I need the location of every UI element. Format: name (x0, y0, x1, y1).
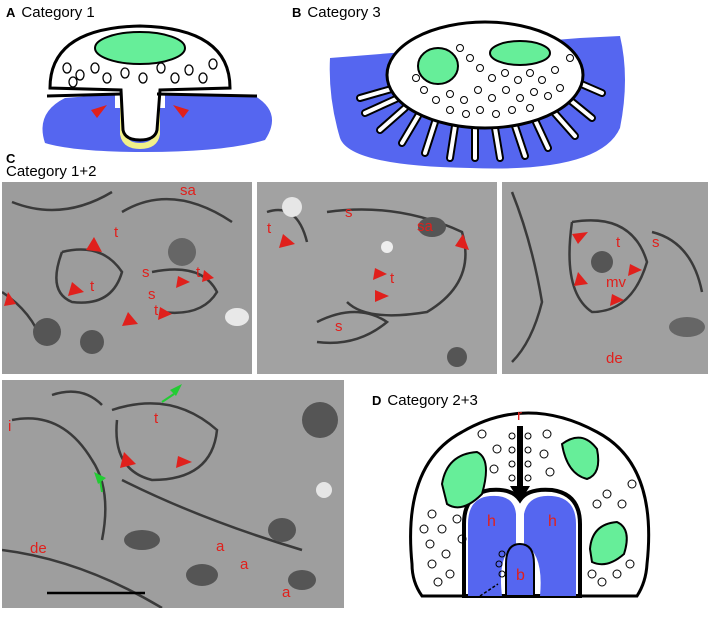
mitochondrion (94, 31, 186, 65)
label-de: de (606, 350, 623, 367)
rod (517, 426, 523, 486)
membrane-outline (2, 390, 303, 608)
label-t: t (154, 410, 159, 427)
vesicle-group (419, 429, 637, 587)
arrowhead (173, 105, 189, 118)
mitochondrion (33, 318, 61, 346)
label-a: a (216, 538, 225, 555)
micrograph-2: t s sa t s (257, 182, 497, 374)
label-t: t (616, 234, 621, 251)
arrowhead-group (572, 232, 642, 306)
micrograph-1: sa t s t s t t (2, 182, 252, 374)
mitochondrion (440, 450, 487, 509)
mitochondrion (560, 436, 600, 481)
label-t: t (267, 220, 272, 237)
spine-base (505, 542, 535, 597)
spine-head-left (468, 495, 516, 596)
panel-d-label: D Category 2+3 (372, 392, 478, 409)
mitochondrion (588, 520, 628, 566)
category-2-3-diagram: r h h b (409, 407, 651, 598)
membrane-outline (510, 191, 704, 363)
panel-c-title: Category 1+2 (6, 163, 97, 180)
label-a: a (240, 556, 249, 573)
panel-c-label: C (6, 150, 21, 167)
panel-title: Category 1 (21, 4, 95, 21)
label-s: s (652, 234, 660, 251)
label-t: t (154, 302, 159, 319)
presynaptic-terminal (48, 24, 232, 142)
spine-head-right (524, 495, 576, 596)
category-1-diagram (42, 24, 273, 152)
panel-letter: D (372, 393, 382, 408)
panel-a-label: A Category 1 (6, 4, 95, 21)
label-t: t (114, 224, 119, 241)
rod-vesicles (508, 432, 532, 482)
panel-letter: C (6, 151, 16, 166)
label-r: r (517, 407, 522, 424)
arrowhead-group (120, 452, 192, 468)
category-3-diagram (329, 20, 625, 169)
label-s: s (142, 264, 150, 281)
label-sa: sa (180, 182, 196, 199)
micrograph-4: i t de a a a (2, 380, 344, 608)
panel-title: Category 3 (307, 4, 381, 21)
label-s: s (345, 204, 353, 221)
label-t: t (196, 264, 201, 281)
label-h: h (548, 513, 557, 530)
label-b: b (516, 567, 525, 584)
label-s: s (335, 318, 343, 335)
label-t: t (390, 270, 395, 287)
label-h: h (487, 513, 496, 530)
panel-letter: B (292, 5, 302, 20)
vesicle-group (412, 44, 574, 118)
panel-b-label: B Category 3 (292, 4, 381, 21)
label-sa: sa (417, 218, 433, 235)
green-arrows (94, 384, 182, 484)
arrowhead-group (279, 234, 469, 302)
panel-title: Category 2+3 (387, 392, 478, 409)
label-de: de (30, 540, 47, 557)
cleft-membrane (120, 98, 160, 150)
arrowhead (91, 105, 107, 118)
micrograph-3: t s mv de (502, 182, 708, 374)
label-mv: mv (606, 274, 626, 291)
label-a: a (282, 584, 291, 601)
label-s: s (148, 286, 156, 303)
density-line (46, 92, 258, 98)
mitochondrion (417, 47, 459, 85)
panel-letter: A (6, 5, 16, 20)
label-t: t (90, 278, 95, 295)
arrowhead-group (4, 237, 214, 326)
label-i: i (8, 418, 12, 435)
mitochondrion (489, 40, 551, 66)
vesicle-group (62, 58, 218, 88)
